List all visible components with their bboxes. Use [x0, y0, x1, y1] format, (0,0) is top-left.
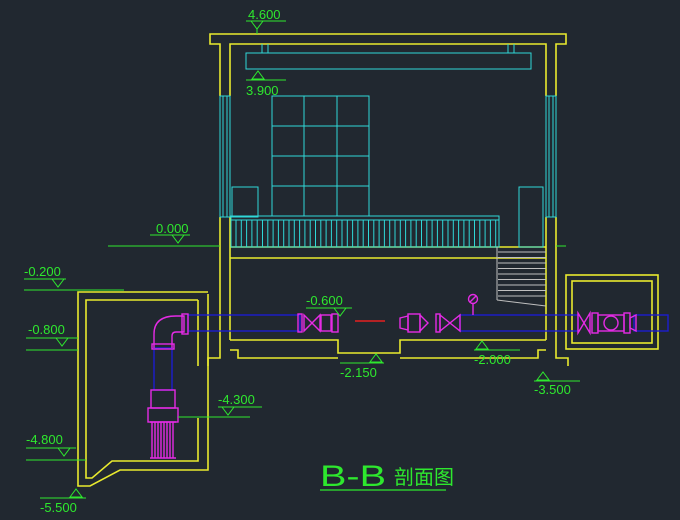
foundation-right: [400, 349, 546, 359]
level-markers: [24, 20, 580, 499]
level-triangle-3900: [251, 70, 265, 80]
roof-outline: [209, 33, 567, 96]
flow-meter: [597, 314, 625, 332]
label-sump-bottom: -5.500: [40, 500, 77, 515]
pump-body: [150, 389, 176, 409]
label-crane-beam: 3.900: [246, 83, 279, 98]
chamber-reducer: [629, 313, 637, 333]
roof-inner: [229, 43, 547, 96]
level-triangle-m0200: [51, 278, 65, 288]
drawing-title: B-B: [320, 460, 386, 493]
label-pit-water: -0.800: [28, 322, 65, 337]
pump-motor: [147, 407, 179, 423]
label-pipe-level: -0.600: [306, 293, 343, 308]
label-ground: 0.000: [156, 221, 189, 236]
label-outside-floor: -3.500: [534, 382, 571, 397]
valve1-joint: [320, 314, 332, 332]
left-window: [219, 95, 231, 218]
label-roof-top: 4.600: [248, 7, 281, 22]
railing: [230, 215, 500, 248]
gate-valve-1: [303, 313, 321, 333]
fittings: [147, 293, 637, 459]
foundation-right-outer: [555, 350, 569, 366]
riser-flange-top: [151, 343, 175, 350]
pipe-elbow: [153, 315, 185, 348]
pump-riser: [153, 347, 173, 391]
pump-fins: [150, 421, 176, 459]
sump-inner: [85, 299, 199, 479]
foundation-left: [230, 349, 338, 359]
architecture: [219, 44, 557, 248]
valve1-flange-b: [331, 313, 339, 333]
level-triangle-m3500: [536, 371, 550, 381]
level-triangle-m2150: [369, 353, 383, 363]
sump-outer: [77, 291, 209, 487]
label-sump-level: -4.800: [26, 432, 63, 447]
stair-landing: [496, 299, 547, 307]
valve2-body: [407, 313, 421, 333]
level-triangle-m2000: [475, 340, 489, 350]
label-pit-floor: -2.150: [340, 365, 377, 380]
level-triangle-0000: [171, 234, 185, 244]
flow-meter-dial: [603, 315, 619, 331]
level-triangle-4600: [250, 20, 264, 30]
pressure-gauge: [467, 293, 479, 305]
stair-treads: [498, 251, 546, 297]
stair: [496, 247, 547, 307]
valve2-flange: [435, 313, 441, 333]
drawing-subtitle: 剖面图: [394, 466, 454, 489]
left-door: [231, 186, 259, 218]
gate-valve-2: [439, 313, 461, 333]
level-triangle-m5500: [69, 488, 83, 498]
lower-floor-outer: [207, 350, 221, 366]
chamber-valve: [577, 310, 591, 336]
level-triangle-m4300: [221, 406, 235, 416]
pipe-segment-2: [459, 314, 579, 332]
chamber-valve-flange-a: [591, 312, 599, 334]
label-floor: -2.000: [474, 352, 511, 367]
level-triangle-m0800: [55, 337, 69, 347]
right-window: [545, 95, 557, 218]
crane-beam: [245, 52, 532, 70]
label-pump-level: -4.300: [218, 392, 255, 407]
elbow-flange: [181, 313, 189, 335]
pipe-segment-3: [633, 314, 669, 332]
level-triangle-m0600: [333, 307, 347, 317]
valve-chamber-inner: [571, 280, 653, 344]
valve1-flange-a: [297, 313, 303, 333]
check-valve: [419, 313, 429, 333]
building-structure: [77, 33, 659, 487]
pressure-gauge-needle: [469, 295, 477, 303]
railing-bars: [235, 220, 497, 247]
right-door: [518, 186, 544, 248]
label-outside-grade: -0.200: [24, 264, 61, 279]
reducer: [399, 315, 409, 331]
pipework: [153, 314, 669, 391]
lower-floor: [230, 339, 546, 354]
chamber-valve-flange-b: [623, 312, 631, 334]
pipe-segment-1: [187, 314, 301, 332]
valve-chamber-outer: [565, 274, 659, 350]
level-triangle-m4800: [57, 447, 71, 457]
